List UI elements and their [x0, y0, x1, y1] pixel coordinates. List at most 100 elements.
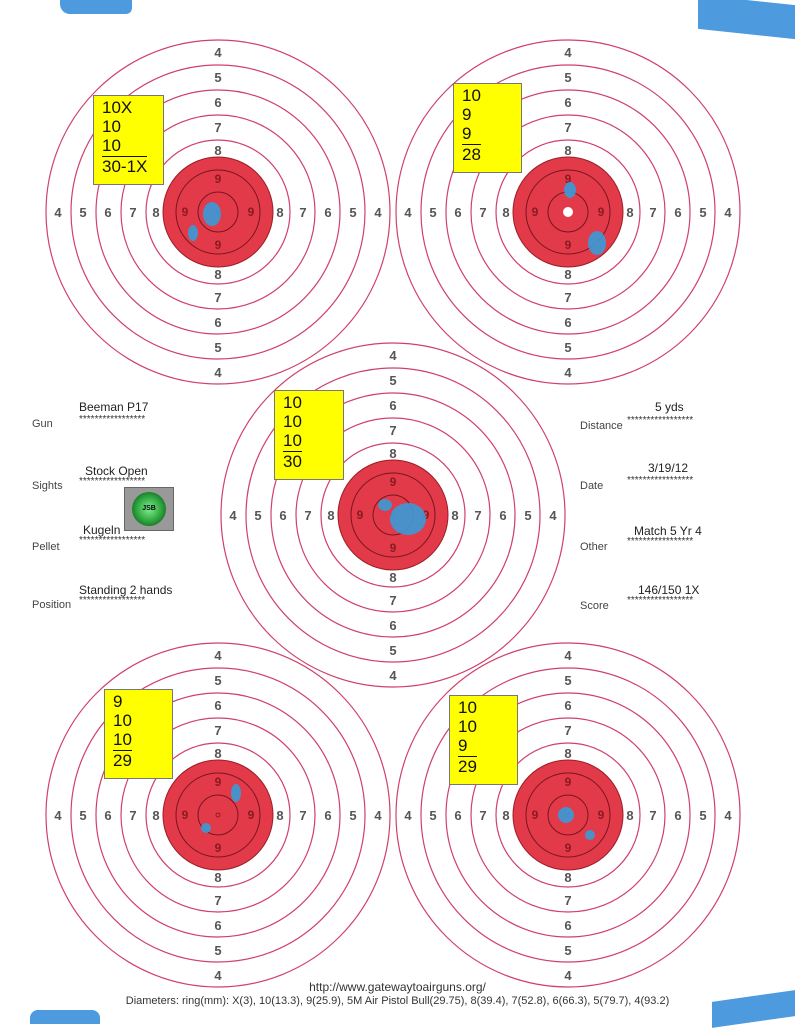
shot-hole — [558, 807, 574, 823]
ring-label: 7 — [479, 205, 486, 220]
ring-label: 6 — [454, 808, 461, 823]
bull-label: 9 — [598, 205, 605, 219]
score-total: 29 — [113, 750, 132, 770]
ring-label: 7 — [564, 290, 571, 305]
ring-label: 4 — [404, 205, 412, 220]
date-stars: ***************** — [627, 475, 694, 486]
ring-label: 5 — [564, 943, 571, 958]
score-total: 28 — [462, 144, 481, 164]
score-card-bottom-right: 10 10 9 29 — [449, 695, 518, 785]
ring-label: 6 — [214, 315, 221, 330]
bull-label: 9 — [532, 205, 539, 219]
date-label: Date — [580, 480, 604, 492]
sights-stars: ***************** — [79, 476, 146, 487]
bull-label: 9 — [182, 205, 189, 219]
ring-label: 8 — [451, 508, 458, 523]
bull-label: 9 — [215, 172, 222, 186]
ring-label: 7 — [214, 723, 221, 738]
score-total: 30 — [283, 451, 302, 471]
score-line: 10 — [113, 730, 132, 749]
ring-label: 4 — [404, 808, 412, 823]
ring-label: 5 — [254, 508, 261, 523]
ring-label: 7 — [479, 808, 486, 823]
ring-label: 6 — [104, 808, 111, 823]
bull-label: 9 — [565, 172, 572, 186]
ring-label: 7 — [214, 290, 221, 305]
ring-label: 8 — [214, 143, 221, 158]
ring-label: 5 — [214, 70, 221, 85]
position-label: Position — [32, 599, 72, 611]
ring-label: 8 — [564, 267, 571, 282]
ring-x — [215, 812, 221, 818]
ring-label: 7 — [299, 808, 306, 823]
gun-label: Gun — [32, 418, 53, 430]
score-line: 10 — [102, 136, 121, 155]
score-card-bottom-left: 9 10 10 29 — [104, 689, 173, 779]
bull-label: 9 — [357, 508, 364, 522]
ring-label: 5 — [349, 205, 356, 220]
pellet-tin-icon: JSB — [124, 487, 174, 531]
score-line: 9 — [462, 124, 472, 143]
date-value: 3/19/12 — [648, 461, 689, 475]
center-hole — [563, 207, 573, 217]
score-line: 10 — [283, 393, 302, 412]
distance-label: Distance — [580, 420, 623, 432]
bull-label: 9 — [565, 841, 572, 855]
score-line: 9 — [458, 736, 468, 755]
ring-label: 7 — [649, 808, 656, 823]
other-label: Other — [580, 541, 608, 553]
gun-stars: ***************** — [79, 414, 146, 425]
ring-label: 8 — [502, 808, 509, 823]
score-card-top-left: 10X 10 10 30-1X — [93, 95, 164, 185]
score-line: 10 — [283, 412, 302, 431]
score-stars: ***************** — [627, 595, 694, 606]
ring-label: 7 — [129, 205, 136, 220]
ring-label: 6 — [564, 698, 571, 713]
bull-label: 9 — [248, 205, 255, 219]
ring-label: 8 — [502, 205, 509, 220]
footer-url[interactable]: http://www.gatewaytoairguns.org/ — [309, 980, 486, 994]
ring-label: 5 — [349, 808, 356, 823]
distance-stars: ***************** — [627, 415, 694, 426]
ring-label: 6 — [564, 918, 571, 933]
ring-label: 8 — [214, 870, 221, 885]
ring-label: 4 — [389, 348, 397, 363]
ring-label: 8 — [214, 746, 221, 761]
ring-9 — [525, 772, 611, 858]
ring-label: 4 — [549, 508, 557, 523]
ring-label: 7 — [304, 508, 311, 523]
ring-label: 6 — [564, 315, 571, 330]
ring-label: 6 — [214, 918, 221, 933]
ring-label: 5 — [699, 808, 706, 823]
ring-label: 6 — [389, 618, 396, 633]
ring-label: 6 — [324, 205, 331, 220]
ring-label: 7 — [474, 508, 481, 523]
ring-label: 8 — [389, 446, 396, 461]
bull-label: 9 — [565, 775, 572, 789]
ring-label: 4 — [229, 508, 237, 523]
bull-label: 9 — [248, 808, 255, 822]
shot-hole — [203, 202, 221, 226]
shot-hole — [231, 784, 241, 802]
ring-label: 7 — [389, 423, 396, 438]
ring-label: 8 — [564, 870, 571, 885]
ring-9 — [525, 169, 611, 255]
ring-label: 7 — [564, 893, 571, 908]
ring-label: 7 — [214, 893, 221, 908]
pellet-stars: ***************** — [79, 535, 146, 546]
ring-label: 6 — [104, 205, 111, 220]
score-line: 10 — [113, 711, 132, 730]
ring-9 — [175, 169, 261, 255]
ring-label: 6 — [214, 698, 221, 713]
ring-label: 5 — [429, 808, 436, 823]
ring-9 — [350, 472, 436, 558]
ring-label: 4 — [564, 365, 572, 380]
score-line: 10 — [458, 717, 477, 736]
ring-label: 5 — [79, 808, 86, 823]
ring-label: 6 — [674, 205, 681, 220]
ring-label: 5 — [214, 943, 221, 958]
ring-9 — [175, 772, 261, 858]
ring-label: 6 — [389, 398, 396, 413]
